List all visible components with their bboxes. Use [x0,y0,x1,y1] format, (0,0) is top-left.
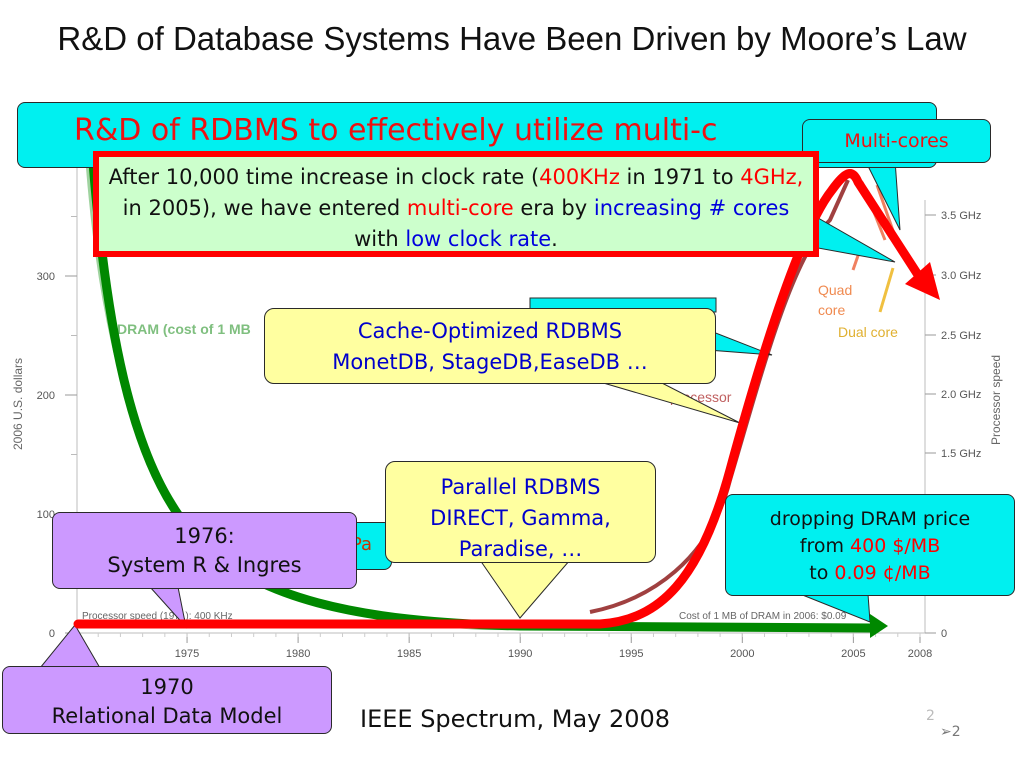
x-tick-label: 1980 [286,648,310,660]
cache-optimized-callout: Cache-Optimized RDBMS MonetDB, StageDB,E… [264,308,716,384]
relational-year: 1970 [140,675,194,699]
after-value-multicore: multi-core [406,196,514,220]
x-tick-label: 1995 [619,648,643,660]
right-tick-label: 1.5 GHz [941,448,981,460]
slide-title: R&D of Database Systems Have Been Driven… [57,20,967,57]
system-r-year: 1976: [174,524,235,548]
right-tick-label: 2.0 GHz [941,389,981,401]
after-value-clock: low clock rate [405,227,552,251]
processor-speed-curve [73,169,925,629]
dram-to-value: 0.09 ¢/MB [834,562,931,584]
left-tick-label: 200 [37,390,55,402]
dram-line-3: to 0.09 ¢/MB [726,560,1014,587]
multicores-callout: Multi-cores [802,119,991,163]
chart-axes: 0 100 200 300 2006 U.S. dollars 0 1.5 GHz 2.0 G… [11,160,1003,660]
parallel-rdbms-callout: Parallel RDBMS DIRECT, Gamma, Paradise, … [385,461,656,563]
after-value-400khz: 400KHz [539,165,620,189]
left-tick-label: 100 [37,509,55,521]
after-text-3: in 2005), we have entered [122,196,407,220]
page-number: ➢2 [940,724,961,740]
after-value-cores: increasing # cores [593,196,790,220]
after-text-6: . [551,227,558,251]
parallel-pointer [479,559,572,619]
after-text-4: era by [513,196,594,220]
parallel-line-1: Parallel RDBMS [440,475,601,499]
x-tick-label: 2008 [908,648,932,660]
after-value-4ghz: 4GHz, [740,165,804,189]
x-tick-label: 1990 [508,648,532,660]
right-tick-label: 0 [941,628,947,640]
dual-core-marker [878,267,895,313]
dram-price-callout: dropping DRAM price from 400 $/MB to 0.0… [725,494,1015,596]
left-axis-title: 2006 U.S. dollars [11,358,25,450]
after-text-5: with [354,227,406,251]
x-tick-label: 1985 [397,648,421,660]
right-axis-title: Processor speed [989,355,1003,445]
x-tick-label: 2005 [841,648,865,660]
multicore-era-box: After 10,000 time increase in clock rate… [93,151,819,257]
cache-line-2: MonetDB, StageDB,EaseDB … [332,350,648,374]
after-text-2: in 1971 to [619,165,741,189]
quad-core-label-1: Quad [818,282,852,298]
x-tick-label: 2000 [730,648,754,660]
quad-core-label-2: core [818,302,845,318]
dram-to-label: to [809,562,835,584]
relational-model-callout: 1970 Relational Data Model [2,666,332,734]
cache-line-1: Cache-Optimized RDBMS [357,319,623,343]
page-number-faint: 2 [926,708,935,724]
system-r-callout: 1976: System R & Ingres [52,512,357,589]
right-tick-label: 3.0 GHz [941,270,981,282]
dual-core-label: Dual core [838,324,898,340]
dram-series-label: DRAM (cost of 1 MB [117,321,251,337]
left-tick-label: 0 [49,628,55,640]
parallel-line-2: DIRECT, Gamma, [430,506,611,530]
dram-from-value: 400 $/MB [850,535,941,557]
right-tick-label: 3.5 GHz [941,210,981,222]
relational-label: Relational Data Model [51,704,283,728]
parallel-line-3: Paradise, … [458,537,583,561]
after-text-1: After 10,000 time increase in clock rate… [108,165,540,189]
chart-labels: DRAM (cost of 1 MBprocessorQuadcoreDual … [82,282,898,622]
system-r-label: System R & Ingres [107,553,302,577]
left-tick-label: 300 [37,271,55,283]
processor-arrowhead [905,262,940,300]
end-cost-label: Cost of 1 MB of DRAM in 2006: $0.09 [679,611,847,622]
start-speed-label: Processor speed (1971): 400 KHz [82,611,233,622]
dram-line-1: dropping DRAM price [769,508,971,530]
dram-arrowhead [870,614,888,638]
source-citation: IEEE Spectrum, May 2008 [360,705,671,733]
dram-line-2: from 400 $/MB [726,533,1014,560]
x-tick-label: 1975 [175,648,199,660]
dram-from-label: from [799,535,851,557]
right-tick-label: 2.5 GHz [941,330,981,342]
